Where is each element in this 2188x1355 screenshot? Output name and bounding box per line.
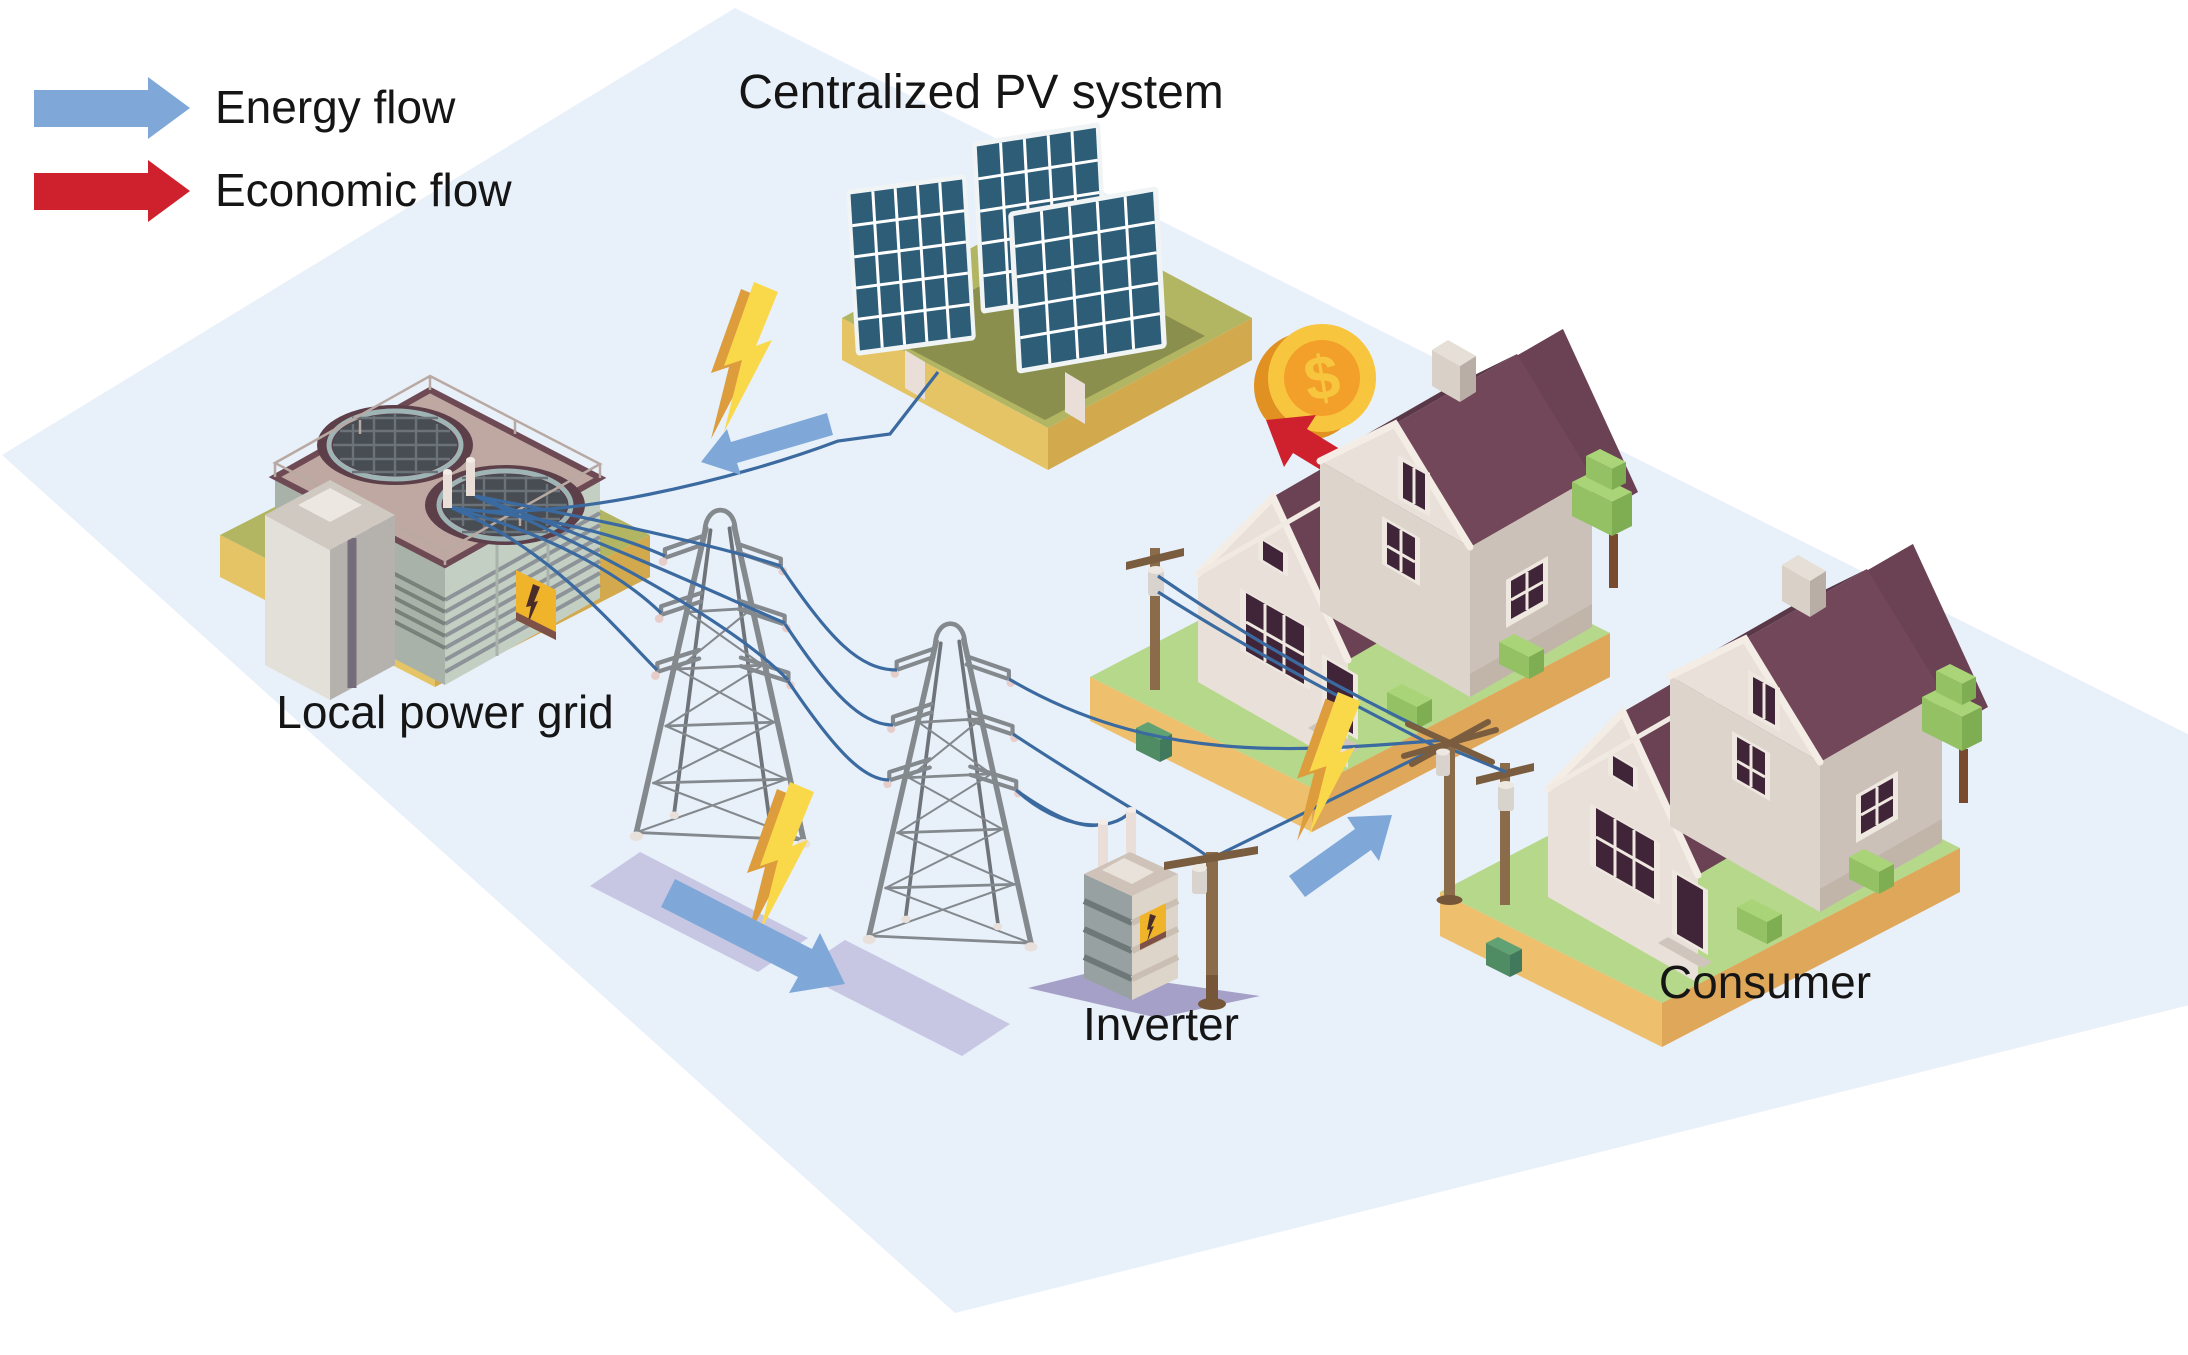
- pv-system: [842, 122, 1252, 470]
- utility-pole: [1164, 846, 1258, 1010]
- energy-flow-arrow-icon: [34, 77, 190, 139]
- cooling-fan-icon: [436, 468, 574, 542]
- tower-shadow: [797, 940, 1010, 1056]
- energy-flow-arrow: [661, 879, 845, 993]
- inverter-label: Inverter: [1083, 998, 1239, 1050]
- pv-system-title: Centralized PV system: [738, 66, 1224, 119]
- inverter-unit: [1082, 807, 1180, 1000]
- cross-utility-pole: [1401, 719, 1499, 905]
- solar-panel: [1008, 186, 1167, 374]
- energy-flow-arrow: [701, 413, 833, 475]
- power-lines: [451, 371, 1507, 860]
- legend: Energy flow Economic flow: [34, 77, 512, 222]
- economic-flow-arrow-icon: [34, 160, 190, 222]
- solar-panel: [846, 174, 976, 356]
- power-grid-label: Local power grid: [276, 686, 614, 738]
- grid-tower-block: [265, 480, 395, 700]
- cooling-fan-icon: [326, 408, 464, 482]
- warning-sign: [516, 570, 556, 640]
- coin-icon: $: [1254, 324, 1376, 440]
- legend-energy-label: Energy flow: [215, 81, 456, 133]
- legend-economic-label: Economic flow: [215, 164, 512, 216]
- power-grid-building: [220, 374, 650, 700]
- consumer-label: Consumer: [1659, 956, 1871, 1008]
- energy-flow-arrow: [1289, 815, 1392, 897]
- warning-sign: [1140, 903, 1166, 950]
